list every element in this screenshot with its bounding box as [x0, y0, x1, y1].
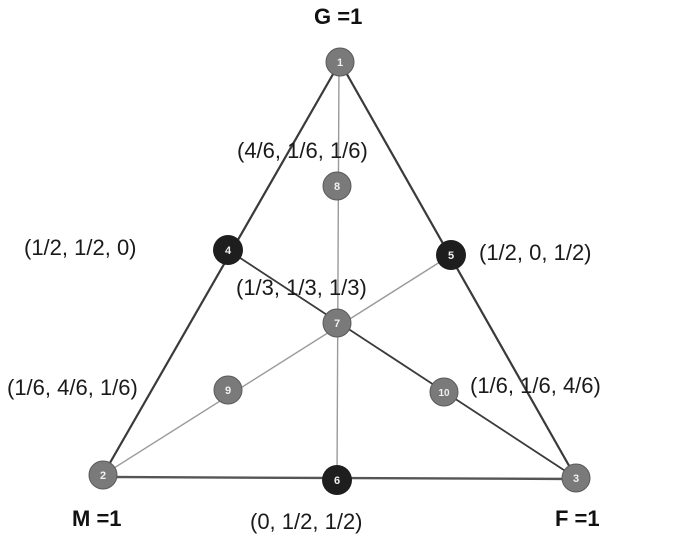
edge-1-3 — [339, 61, 577, 479]
coord-label-node-10: (1/6, 1/6, 4/6) — [470, 373, 601, 398]
median-3-4 — [227, 249, 577, 479]
vertex-label-m: M =1 — [72, 506, 122, 531]
node-3: 3 — [561, 463, 591, 493]
coord-label-node-7: (1/3, 1/3, 1/3) — [236, 275, 367, 300]
svg-text:7: 7 — [334, 318, 340, 330]
node-10: 10 — [429, 377, 459, 407]
coord-label-node-9: (1/6, 4/6, 1/6) — [7, 375, 138, 400]
node-4: 4 — [213, 235, 243, 265]
svg-text:6: 6 — [334, 475, 340, 487]
node-8: 8 — [322, 171, 352, 201]
coord-label-node-8: (4/6, 1/6, 1/6) — [237, 138, 368, 163]
node-6: 6 — [322, 465, 352, 495]
vertex-label-f: F =1 — [555, 506, 600, 531]
node-9: 9 — [213, 375, 243, 405]
coord-label-node-4: (1/2, 1/2, 0) — [24, 235, 137, 260]
node-7: 7 — [322, 308, 352, 338]
node-5: 5 — [436, 240, 466, 270]
svg-text:9: 9 — [225, 385, 231, 397]
coord-label-node-6: (0, 1/2, 1/2) — [250, 509, 363, 534]
svg-text:5: 5 — [448, 250, 454, 262]
node-1: 1 — [325, 47, 355, 77]
median-1-6 — [336, 61, 340, 481]
svg-text:10: 10 — [438, 388, 450, 399]
node-2: 2 — [88, 460, 118, 490]
median-2-5 — [102, 254, 452, 476]
svg-text:3: 3 — [573, 473, 579, 485]
edge-1-2 — [102, 61, 341, 476]
svg-text:4: 4 — [225, 245, 232, 257]
svg-text:8: 8 — [334, 181, 340, 193]
svg-text:1: 1 — [337, 57, 343, 69]
coord-label-node-5: (1/2, 0, 1/2) — [479, 240, 592, 265]
vertex-label-g: G =1 — [314, 4, 363, 29]
svg-text:2: 2 — [100, 470, 106, 482]
